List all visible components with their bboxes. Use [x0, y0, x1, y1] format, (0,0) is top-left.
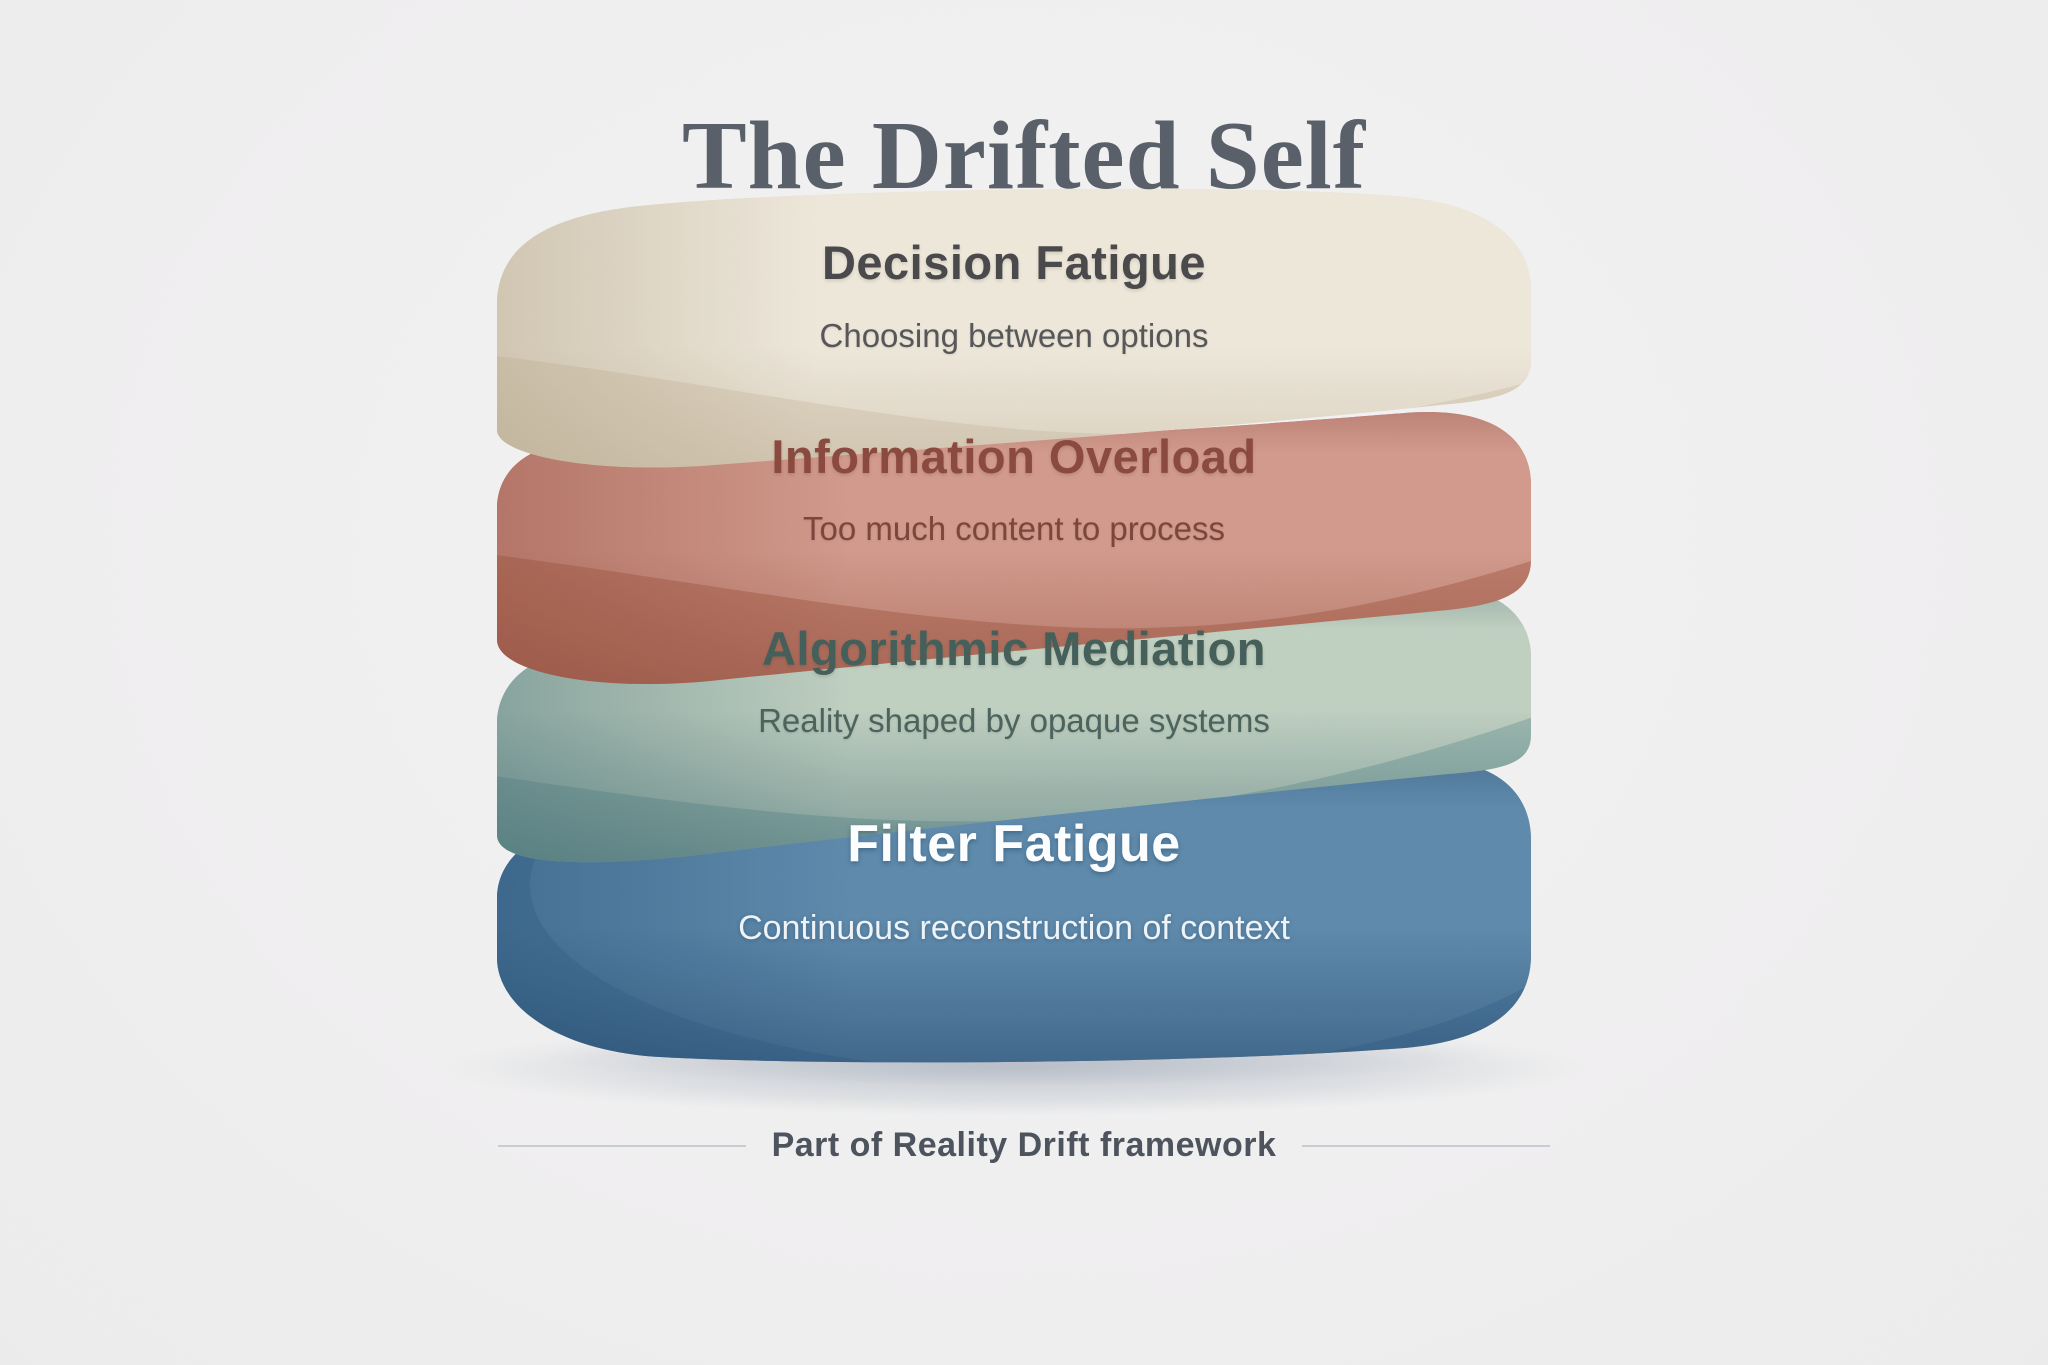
caption-left-line [497, 1144, 746, 1147]
layer-3-title: Algorithmic Mediation [762, 622, 1266, 675]
layer-3-label-group: Algorithmic Mediation Reality shaped by … [497, 620, 1531, 741]
layer-3-subtitle: Reality shaped by opaque systems [758, 701, 1270, 739]
layer-1-label-group: Decision Fatigue Choosing between option… [497, 234, 1531, 356]
page-title: The Drifted Self [681, 101, 1367, 209]
layer-1-title: Decision Fatigue [821, 236, 1207, 289]
framework-caption-row: Part of Reality Drift framework [0, 1126, 2048, 1165]
layer-4-subtitle: Continuous reconstruction of context [738, 909, 1290, 947]
layer-4-title: Filter Fatigue [847, 815, 1181, 873]
layer-1-subtitle: Choosing between options [819, 316, 1209, 354]
layer-4-label-group: Filter Fatigue Continuous reconstruction… [497, 812, 1531, 950]
layer-2-title: Information Overload [771, 430, 1257, 483]
layer-2-label-group: Information Overload Too much content to… [497, 428, 1531, 549]
caption-right-line [1302, 1144, 1551, 1147]
layer-2-subtitle: Too much content to process [803, 509, 1225, 547]
framework-caption: Part of Reality Drift framework [771, 1126, 1277, 1164]
